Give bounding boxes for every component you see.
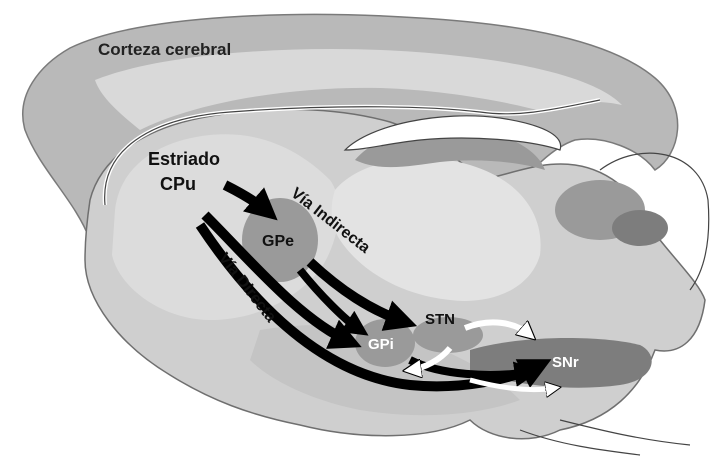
snr-label: SNr [552,354,579,371]
gpe-label: GPe [262,233,294,250]
cpu-label: CPu [160,174,196,194]
stn-label: STN [425,311,455,328]
striatum-label: Estriado [148,149,220,169]
gpi-label: GPi [368,336,394,353]
cortex-label: Corteza cerebral [98,40,231,59]
